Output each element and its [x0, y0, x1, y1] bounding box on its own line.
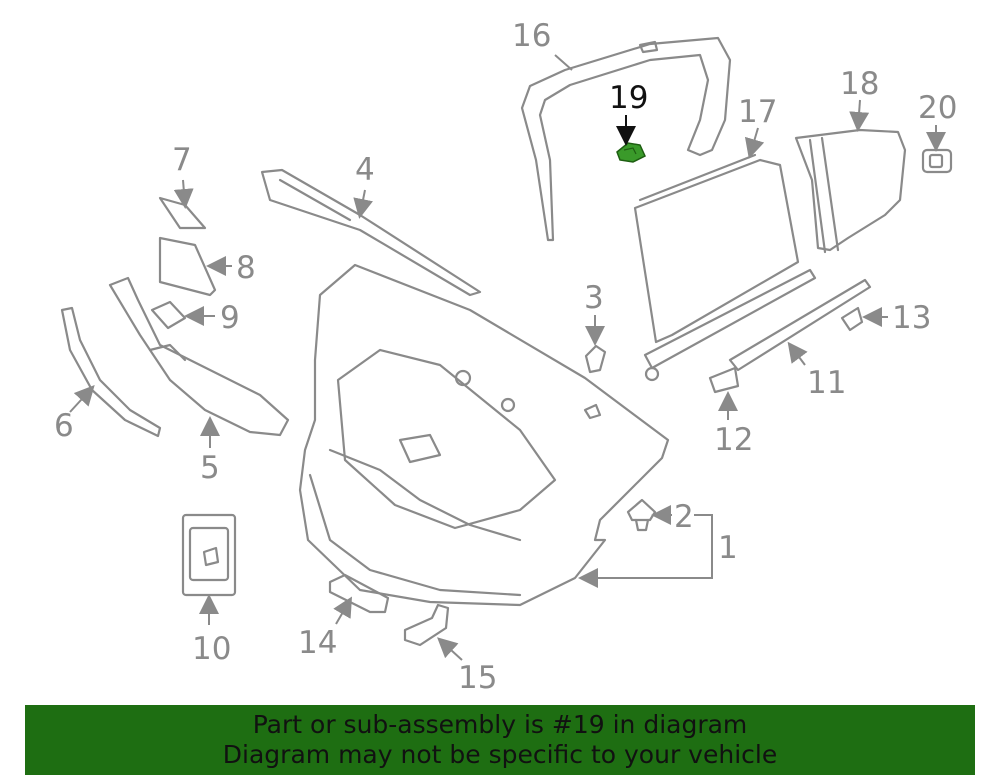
leader-18 [849, 99, 870, 132]
callout-18: 18 [840, 66, 879, 102]
callout-14: 14 [298, 625, 337, 661]
leader-6 [69, 385, 95, 413]
callout-2: 2 [674, 499, 694, 535]
part-2-push-clip [626, 498, 657, 532]
part-20-switch [921, 148, 953, 174]
part-1-door-panel [298, 263, 670, 607]
part-5-armrest [108, 276, 290, 437]
callout-9: 9 [220, 300, 240, 336]
part-3-bracket [584, 344, 607, 374]
banner-line-1: Part or sub-assembly is #19 in diagram [252, 710, 748, 739]
callout-7: 7 [172, 142, 192, 178]
callout-17: 17 [738, 94, 777, 130]
part-7-cover [158, 196, 207, 230]
part-17-sunshade [633, 153, 817, 382]
part-16-window-trim [520, 36, 732, 242]
part-19-clip [616, 142, 646, 163]
callout-12: 12 [714, 422, 753, 458]
callout-5: 5 [200, 450, 220, 486]
part-18-window-shade [794, 128, 907, 254]
callout-4: 4 [355, 152, 375, 188]
part-8-trim [158, 236, 217, 297]
info-banner: Part or sub-assembly is #19 in diagram D… [25, 705, 975, 775]
banner-line-2: Diagram may not be specific to your vehi… [222, 740, 778, 769]
callout-13: 13 [892, 300, 931, 336]
parts-diagram: 16 19 17 18 20 4 7 8 9 3 13 11 12 6 5 2 … [54, 18, 957, 696]
part-15-bracket [403, 603, 450, 647]
callout-3: 3 [584, 280, 604, 316]
callout-labels: 16 19 17 18 20 4 7 8 9 3 13 11 12 6 5 2 … [54, 18, 957, 696]
leader-14 [333, 596, 353, 625]
leader-11 [787, 341, 808, 366]
leader-7 [173, 179, 194, 209]
leader-16 [554, 54, 573, 71]
part-6-strip [60, 306, 162, 438]
callout-11: 11 [807, 365, 846, 401]
callout-15: 15 [458, 660, 497, 696]
leader-4 [353, 189, 373, 219]
part-9-switch [150, 300, 187, 330]
leader-lines [69, 54, 946, 661]
part-10-switch-panel [181, 513, 237, 597]
leader-1 [578, 514, 713, 588]
leader-17 [744, 127, 765, 159]
part-11-seal [728, 278, 872, 372]
callout-19: 19 [609, 80, 648, 116]
callout-16: 16 [512, 18, 551, 54]
callout-10: 10 [192, 631, 231, 667]
part-13-clip [840, 306, 864, 332]
callout-6: 6 [54, 408, 74, 444]
part-4-trim-strip [260, 168, 482, 297]
part-14-bracket [328, 573, 390, 614]
leader-15 [437, 637, 463, 661]
callout-20: 20 [918, 90, 957, 126]
callout-1: 1 [718, 530, 738, 566]
callout-8: 8 [236, 250, 256, 286]
part-12-bracket [708, 366, 740, 394]
